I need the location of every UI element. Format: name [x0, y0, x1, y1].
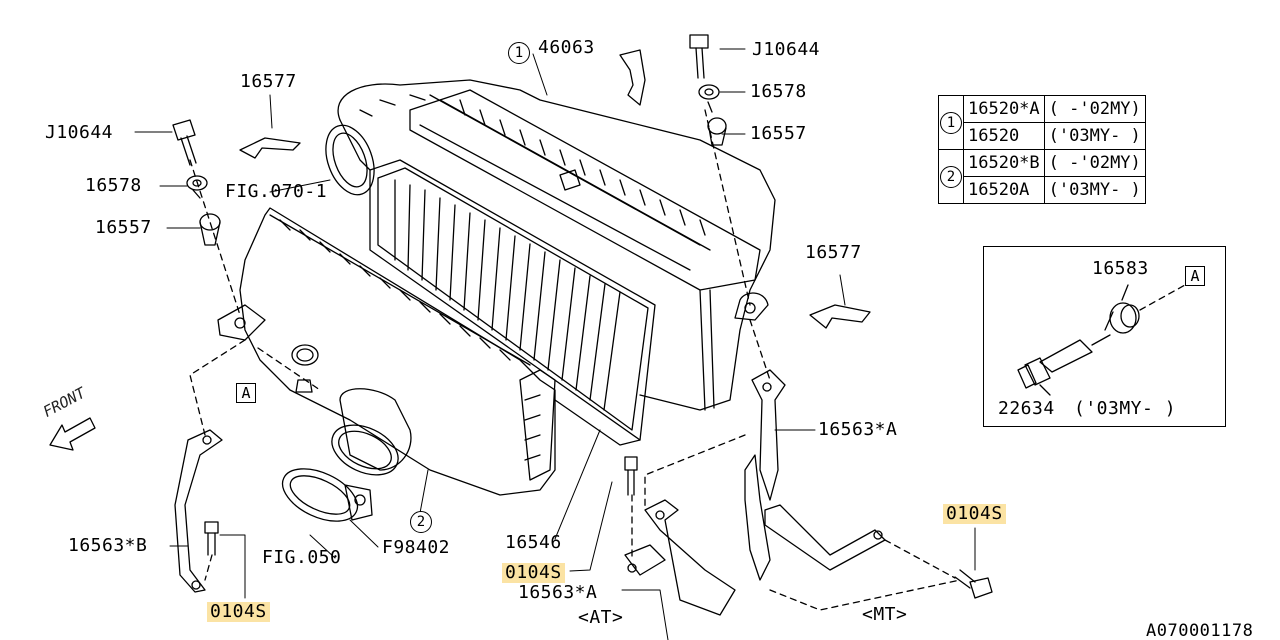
lower-case	[217, 207, 556, 496]
variant-part[interactable]: 16520*B	[963, 149, 1045, 177]
label-16577-right[interactable]: 16577	[805, 242, 862, 263]
label-16563a-bottom[interactable]: 16563*A	[518, 582, 598, 603]
variant-row: 16520A ('03MY- )	[939, 176, 1146, 204]
label-j10644-left[interactable]: J10644	[45, 122, 114, 143]
label-f98402[interactable]: F98402	[382, 537, 451, 558]
variant-row: 1 16520*A ( -'02MY)	[938, 95, 1146, 150]
document-code: A070001178	[1146, 621, 1254, 640]
label-22634-range: ('03MY- )	[1074, 398, 1177, 419]
variant-ref-cell: 2	[938, 149, 964, 204]
variant-range: ('03MY- )	[1043, 176, 1146, 204]
variant-table: 1 16520*A ( -'02MY) 16520 ('03MY- ) 2 16…	[938, 95, 1146, 204]
label-16546[interactable]: 16546	[505, 532, 562, 553]
label-46063[interactable]: 46063	[538, 37, 595, 58]
variant-row: 16520 ('03MY- )	[939, 122, 1146, 150]
variant-range: ('03MY- )	[1043, 122, 1146, 150]
variant-row: 2 16520*B ( -'02MY)	[938, 149, 1146, 204]
label-22634[interactable]: 22634	[998, 398, 1055, 419]
label-16578-left[interactable]: 16578	[85, 175, 142, 196]
label-16563b[interactable]: 16563*B	[68, 535, 148, 556]
label-fig070-1[interactable]: FIG.070-1	[225, 181, 328, 202]
label-at: <AT>	[578, 607, 624, 628]
brackets	[174, 369, 886, 616]
variant-range: ( -'02MY)	[1043, 149, 1146, 177]
fasteners	[172, 34, 993, 599]
label-fig050[interactable]: FIG.050	[262, 547, 342, 568]
variant-part[interactable]: 16520	[963, 122, 1045, 150]
inset-callout-a-box: A	[1185, 266, 1205, 286]
callout-a-box: A	[236, 383, 256, 403]
label-16557-left[interactable]: 16557	[95, 217, 152, 238]
ref-circle: 2	[940, 166, 962, 188]
label-16583[interactable]: 16583	[1092, 258, 1149, 279]
label-0104s-left[interactable]: 0104S	[207, 602, 270, 622]
label-0104s-right[interactable]: 0104S	[943, 504, 1006, 524]
filter-element	[369, 159, 656, 446]
assembly-lines	[189, 109, 961, 611]
front-arrow	[49, 417, 96, 451]
label-16577-left[interactable]: 16577	[240, 71, 297, 92]
upper-case	[325, 79, 776, 411]
inset-sensor	[1017, 284, 1186, 396]
label-16563a-right[interactable]: 16563*A	[818, 419, 898, 440]
ref-circle: 1	[940, 112, 962, 134]
clips	[239, 49, 871, 329]
label-mt: <MT>	[862, 604, 908, 625]
variant-range: ( -'02MY)	[1043, 95, 1146, 123]
label-16578-top[interactable]: 16578	[750, 81, 807, 102]
leader-lines	[134, 48, 976, 640]
label-16557-top[interactable]: 16557	[750, 123, 807, 144]
variant-part[interactable]: 16520*A	[963, 95, 1045, 123]
variant-ref-cell: 1	[938, 95, 964, 150]
ref-circle-1: 1	[508, 42, 530, 64]
variant-part[interactable]: 16520A	[963, 176, 1045, 204]
label-0104s-mid[interactable]: 0104S	[502, 563, 565, 583]
label-j10644-top[interactable]: J10644	[752, 39, 821, 60]
hose-clamp	[281, 468, 373, 522]
inset-a-panel	[983, 246, 1226, 427]
ref-circle-2: 2	[410, 511, 432, 533]
